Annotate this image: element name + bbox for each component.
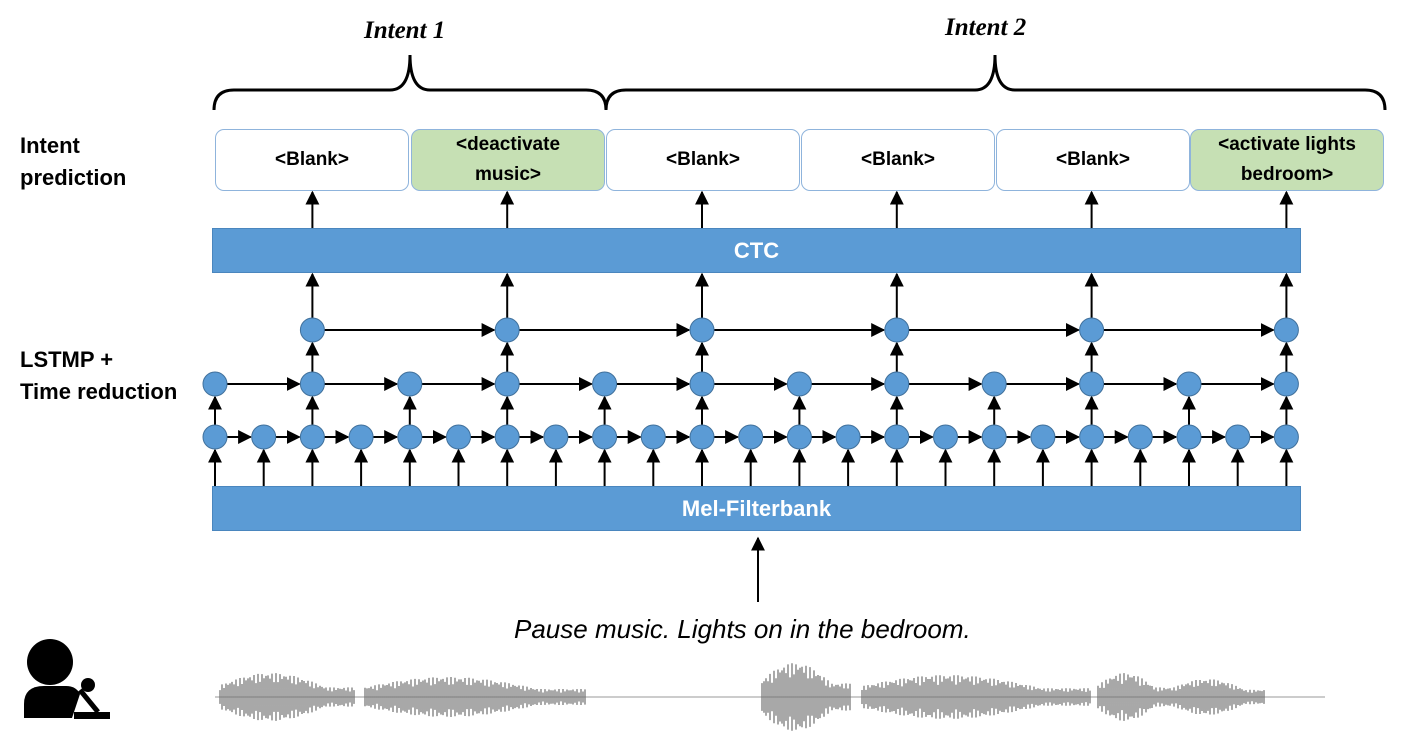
layer2-node — [1273, 371, 1299, 397]
layer1-node — [299, 424, 325, 450]
intent-1-brace — [212, 54, 608, 111]
layer3-node — [1079, 317, 1105, 343]
layer2-node — [202, 371, 228, 397]
network-nodes — [202, 317, 1299, 450]
layer3-node — [299, 317, 325, 343]
speaker-microphone-icon — [24, 639, 110, 719]
layer1-node — [1225, 424, 1251, 450]
prediction-box-5: <Blank> — [996, 129, 1190, 191]
layer1-node — [1273, 424, 1299, 450]
layer2-node — [299, 371, 325, 397]
layer3-node — [884, 317, 910, 343]
layer1-node — [592, 424, 618, 450]
layer1-node — [1030, 424, 1056, 450]
layer3-node — [1273, 317, 1299, 343]
layer1-node — [251, 424, 277, 450]
layer1-node — [884, 424, 910, 450]
intent-2-brace — [604, 54, 1387, 111]
layer1-node — [786, 424, 812, 450]
prediction-box-4: <Blank> — [801, 129, 995, 191]
layer1-node — [1127, 424, 1153, 450]
ctc-bar: CTC — [212, 228, 1301, 273]
layer1-node — [494, 424, 520, 450]
intent-2-label: Intent 2 — [945, 14, 1027, 41]
layer2-node — [494, 371, 520, 397]
prediction-box-2: <deactivate music> — [411, 129, 605, 191]
layer1-node — [543, 424, 569, 450]
layer1-node — [738, 424, 764, 450]
prediction-box-6: <activate lights bedroom> — [1190, 129, 1384, 191]
layer1-node — [689, 424, 715, 450]
layer1-node — [397, 424, 423, 450]
layer1-node — [202, 424, 228, 450]
layer3-node — [494, 317, 520, 343]
layer2-node — [1176, 371, 1202, 397]
layer1-node — [1176, 424, 1202, 450]
intent-prediction-label: Intent prediction — [20, 133, 127, 190]
intent-1-label: Intent 1 — [364, 17, 446, 44]
layer2-node — [1079, 371, 1105, 397]
layer1-node — [981, 424, 1007, 450]
layer1-node — [933, 424, 958, 450]
layer1-node — [446, 424, 471, 450]
layer2-node — [884, 371, 910, 397]
layer2-node — [786, 371, 812, 397]
layer1-node — [640, 424, 666, 450]
layer1-node — [835, 424, 861, 450]
layer2-node — [689, 371, 715, 397]
layer2-node — [981, 371, 1007, 397]
layer2-node — [592, 371, 618, 397]
mel-filterbank-bar: Mel-Filterbank — [212, 486, 1301, 531]
network-edges — [208, 190, 1294, 486]
layer2-node — [397, 371, 423, 397]
lstmp-label: LSTMP + Time reduction — [20, 347, 178, 404]
utterance-caption: Pause music. Lights on in the bedroom. — [514, 614, 971, 644]
layer1-node — [348, 424, 374, 450]
layer1-node — [1079, 424, 1105, 450]
audio-waveform — [215, 663, 1325, 731]
layer3-node — [689, 317, 715, 343]
prediction-box-3: <Blank> — [606, 129, 800, 191]
prediction-box-1: <Blank> — [215, 129, 409, 191]
